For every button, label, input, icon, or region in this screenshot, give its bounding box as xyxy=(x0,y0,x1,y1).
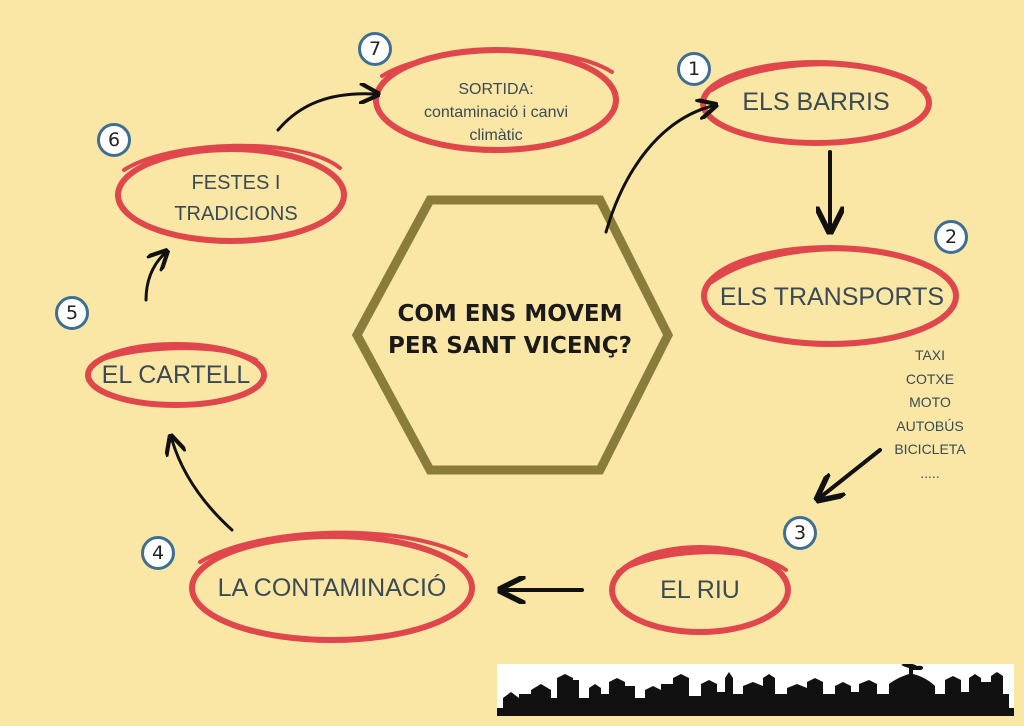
step-1-label: ELS BARRIS xyxy=(742,88,890,116)
step-7-label-line3: climàtic xyxy=(469,127,523,144)
step-5-number-badge: 5 xyxy=(55,296,89,330)
arrow-6-to-7 xyxy=(276,94,374,132)
transport-item: BICICLETA xyxy=(894,441,966,457)
step-7-number-badge: 7 xyxy=(358,32,392,66)
town-skyline-image xyxy=(497,664,1014,716)
transport-item: AUTOBÚS xyxy=(896,417,964,434)
arrow-center-to-1 xyxy=(604,106,712,234)
ellipse-el-cartell xyxy=(85,342,267,408)
step-5-label: EL CARTELL xyxy=(101,361,251,389)
arrow-5-to-6 xyxy=(144,254,164,302)
step-2-label: ELS TRANSPORTS xyxy=(719,283,945,311)
step-6-label-line2: TRADICIONS xyxy=(174,203,298,225)
transport-item: TAXI xyxy=(914,347,946,363)
transports-list: TAXI COTXE MOTO AUTOBÚS BICICLETA ..... xyxy=(880,344,980,485)
center-hexagon xyxy=(351,195,674,475)
step-4-number-badge: 4 xyxy=(141,536,175,570)
step-6-label: FESTES I TRADICIONS xyxy=(146,168,326,230)
transport-item: COTXE xyxy=(905,370,955,387)
arrow-2-to-3 xyxy=(822,448,882,496)
center-title: COM ENS MOVEM PER SANT VICENÇ? xyxy=(360,298,660,362)
step-7-label: SORTIDA: contaminació i canvi climàtic xyxy=(396,78,596,147)
ellipse-els-transports xyxy=(701,245,959,347)
step-2-number-badge: 2 xyxy=(934,220,968,254)
step-3-number-badge: 3 xyxy=(783,516,817,550)
transport-item: ..... xyxy=(920,464,940,481)
step-7-label-line2: contaminació i canvi xyxy=(423,104,569,121)
step-6-number-badge: 6 xyxy=(97,123,131,157)
arrow-4-to-5 xyxy=(172,440,234,532)
step-7-label-line1: SORTIDA: xyxy=(458,81,534,98)
step-1-number-badge: 1 xyxy=(677,52,711,86)
step-4-label: LA CONTAMINACIÓ xyxy=(217,574,447,602)
ellipse-festes-tradicions xyxy=(115,143,347,244)
ellipse-la-contaminacio xyxy=(189,530,475,643)
transport-item: MOTO xyxy=(909,394,951,410)
center-title-line1: COM ENS MOVEM xyxy=(397,301,623,327)
step-3-label: EL RIU xyxy=(660,576,740,604)
center-title-line2: PER SANT VICENÇ? xyxy=(387,333,632,359)
step-6-label-line1: FESTES I xyxy=(191,172,281,194)
ellipse-el-riu xyxy=(609,545,791,635)
